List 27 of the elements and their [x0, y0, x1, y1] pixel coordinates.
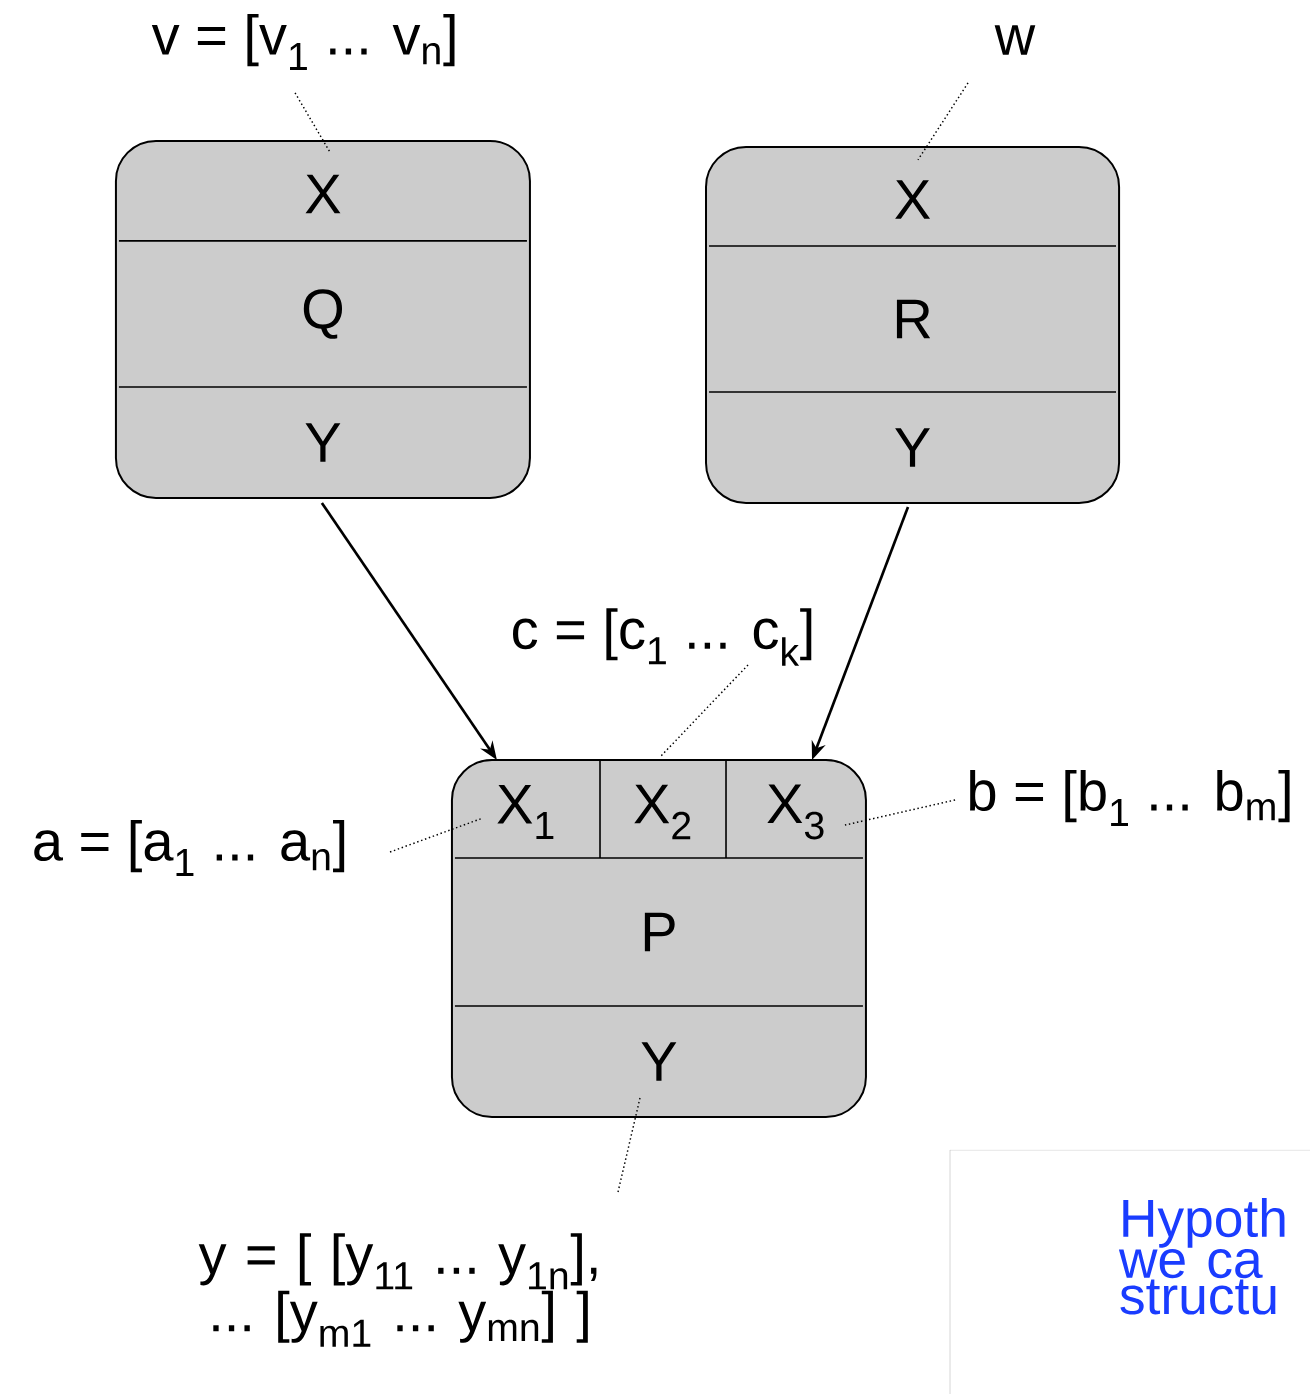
- compartment-label: X$_{3}$: [767, 784, 824, 840]
- compartment-label: X$_{2}$: [634, 784, 691, 840]
- leader-line: [389, 817, 484, 853]
- compartment-label: Y: [305, 423, 341, 462]
- leader-line: [844, 799, 956, 826]
- leader-line: [294, 92, 331, 153]
- compartment-label: Q: [303, 289, 343, 339]
- vector-label: b = [b$_{1}$ ... b$_{m}$]: [970, 769, 1290, 827]
- vector-label: a = [a$_{1}$ ... a$_{n}$]: [34, 819, 345, 877]
- vector-label: c = [c$_{1}$ ... c$_{k}$]: [513, 608, 812, 666]
- vector-label: w: [994, 25, 1036, 55]
- leader-line: [917, 82, 969, 161]
- compartment-label: X$_{1}$: [497, 784, 554, 839]
- compartment-label: R: [896, 299, 931, 339]
- compartment-label: X: [305, 174, 341, 214]
- compartment-label: Y: [895, 428, 930, 467]
- leader-line: [659, 664, 749, 758]
- vector-label: y = [ [y$_{11}$ ... y$_{1n}$], ... [y$_{m1}$ ... y$_{mn}$] ]: [198, 1233, 597, 1347]
- record-box: [450, 759, 867, 1119]
- compartment-label: X: [895, 180, 931, 219]
- record-box: [114, 139, 531, 499]
- compartment-label: P: [644, 912, 675, 952]
- vector-label: v = [v$_{1}$ ... v$_{n}$]: [151, 13, 455, 71]
- note-text: Hypoth we ca structu: [1118, 1198, 1285, 1315]
- leader-line: [617, 1097, 641, 1193]
- compartment-label: Y: [641, 1042, 677, 1081]
- record-box: [705, 145, 1121, 504]
